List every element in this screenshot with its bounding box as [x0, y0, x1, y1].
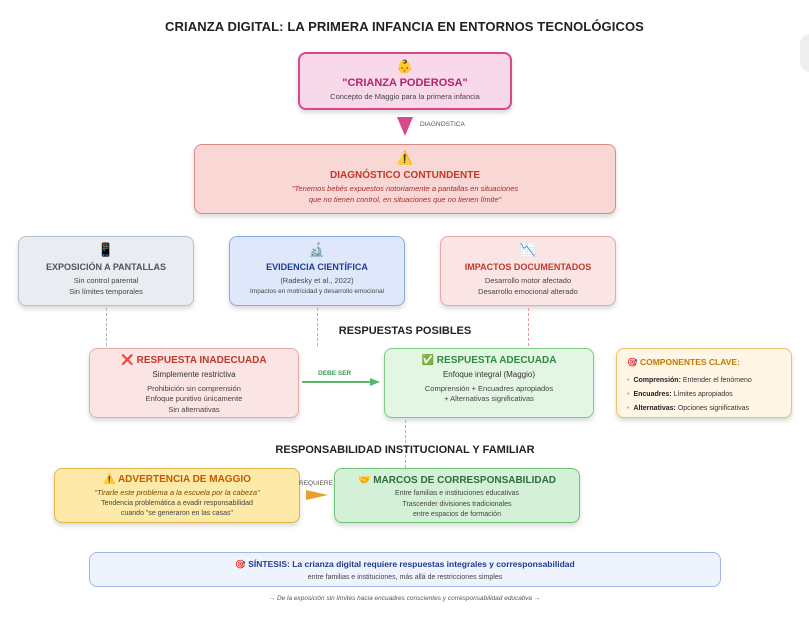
inadecuada-line1: Prohibición sin comprensión: [147, 383, 241, 393]
marcos-line3: entre espacios de formación: [413, 511, 501, 518]
arrow-right-icon: [306, 490, 328, 500]
target-icon: 🎯: [235, 559, 246, 569]
impactos-line1: Desarrollo motor afectado: [484, 276, 572, 285]
marcos-title: MARCOS DE CORRESPONSABILIDAD: [373, 475, 557, 486]
impactos-line2: Desarrollo emocional alterado: [478, 286, 578, 296]
componente-item: •Comprensión: Entender el fenómeno: [627, 377, 752, 384]
connector-evidencia: [317, 308, 318, 346]
advertencia-line1: Tendencia problemática a evadir responsa…: [101, 499, 253, 507]
adecuada-subtitle: Enfoque integral (Maggio): [442, 370, 536, 379]
exposicion-line1: Sin control parental: [73, 276, 139, 285]
respuesta-inadecuada-box: ❌ RESPUESTA INADECUADA Simplemente restr…: [89, 348, 299, 418]
chart-down-icon: 📉: [519, 242, 537, 257]
componentes-title: COMPONENTES CLAVE:: [639, 357, 740, 367]
diagnostico-quote-line1: "Tenemos bebés expuestos notoriamente a …: [291, 184, 519, 193]
connector-impactos: [528, 308, 529, 346]
diagram-title: CRIANZA DIGITAL: LA PRIMERA INFANCIA EN …: [165, 19, 644, 34]
sintesis-line: entre familias e instituciones, más allá…: [307, 574, 503, 581]
crianza-poderosa-box: 👶 "CRIANZA PODEROSA" Concepto de Maggio …: [298, 52, 512, 110]
requiere-label: REQUIERE: [299, 480, 333, 487]
adecuada-line1: Comprensión + Encuadres apropiados: [424, 383, 554, 393]
evidencia-line1: (Radesky et al., 2022): [280, 276, 354, 285]
arrow-right-icon: [302, 378, 380, 386]
cross-icon: ❌: [121, 355, 134, 366]
adecuada-line2: + Alternativas significativas: [444, 394, 534, 403]
componentes-clave-box: 🎯 COMPONENTES CLAVE: •Comprensión: Enten…: [616, 348, 792, 418]
exposicion-line2: Sin límites temporales: [69, 286, 143, 296]
inadecuada-title: RESPUESTA INADECUADA: [136, 355, 267, 366]
check-icon: ✅: [421, 355, 435, 366]
inadecuada-line2: Enfoque punitivo únicamente: [145, 394, 243, 403]
inadecuada-line3: Sin alternativas: [168, 404, 220, 414]
advertencia-title: ADVERTENCIA DE MAGGIO: [117, 474, 251, 485]
advertencia-line2: cuando "se generaron en las casas": [121, 510, 233, 517]
warning-icon: ⚠️: [103, 474, 116, 485]
sintesis-title: SÍNTESIS: La crianza digital requiere re…: [248, 559, 575, 569]
marcos-line2: Trascender divisiones tradicionales: [402, 500, 512, 508]
componente-item: •Encuadres: Límites apropiados: [627, 391, 733, 398]
impactos-title: IMPACTOS DOCUMENTADOS: [464, 262, 592, 272]
componente-item: •Alternativas: Opciones significativas: [627, 405, 750, 412]
evidencia-box: 🔬 EVIDENCIA CIENTÍFICA (Radesky et al., …: [229, 236, 405, 306]
handshake-icon: 🤝: [357, 475, 371, 486]
diagnostica-label: DIAGNOSTICA: [420, 121, 465, 128]
diagnostico-box: ⚠️ DIAGNÓSTICO CONTUNDENTE "Tenemos bebé…: [194, 144, 616, 214]
responsabilidad-section-title: RESPONSABILIDAD INSTITUCIONAL Y FAMILIAR: [275, 444, 535, 456]
adecuada-title: RESPUESTA ADECUADA: [436, 355, 557, 366]
crianza-title: "CRIANZA PODEROSA": [342, 77, 468, 89]
sintesis-box: 🎯 SÍNTESIS: La crianza digital requiere …: [89, 552, 721, 587]
diagnostico-quote-line2: que no tienen control, en situaciones qu…: [308, 194, 502, 204]
inadecuada-subtitle: Simplemente restrictiva: [152, 370, 236, 379]
impactos-box: 📉 IMPACTOS DOCUMENTADOS Desarrollo motor…: [440, 236, 616, 306]
connector-exposicion: [106, 308, 107, 346]
side-scroll-tab: [800, 34, 809, 72]
exposicion-box: 📱 EXPOSICIÓN A PANTALLAS Sin control par…: [18, 236, 194, 306]
footer-note: → De la exposición sin límites hacia enc…: [268, 595, 541, 602]
respuesta-adecuada-box: ✅ RESPUESTA ADECUADA Enfoque integral (M…: [384, 348, 594, 418]
respuestas-section-title: RESPUESTAS POSIBLES: [338, 325, 472, 337]
target-icon: 🎯: [627, 357, 638, 367]
arrow-down-icon: [397, 117, 413, 136]
debe-ser-label: DEBE SER: [318, 370, 352, 377]
phone-icon: 📱: [97, 242, 115, 257]
evidencia-line2: Impactos en motricidad y desarrollo emoc…: [249, 287, 385, 295]
advertencia-quote: "Tirarle este problema a la escuela por …: [94, 488, 260, 497]
marcos-line1: Entre familias e instituciones educativa…: [394, 490, 520, 497]
marcos-box: 🤝 MARCOS DE CORRESPONSABILIDAD Entre fam…: [334, 468, 580, 523]
crianza-subtitle: Concepto de Maggio para la primera infan…: [330, 92, 480, 101]
diagnostico-title: DIAGNÓSTICO CONTUNDENTE: [330, 170, 480, 181]
baby-icon: 👶: [396, 59, 414, 74]
evidencia-title: EVIDENCIA CIENTÍFICA: [266, 262, 368, 272]
exposicion-title: EXPOSICIÓN A PANTALLAS: [45, 262, 166, 272]
advertencia-box: ⚠️ ADVERTENCIA DE MAGGIO "Tirarle este p…: [54, 468, 300, 523]
connector-adecuada-marcos: [405, 420, 406, 468]
warning-icon: ⚠️: [396, 150, 414, 165]
microscope-icon: 🔬: [308, 242, 326, 257]
